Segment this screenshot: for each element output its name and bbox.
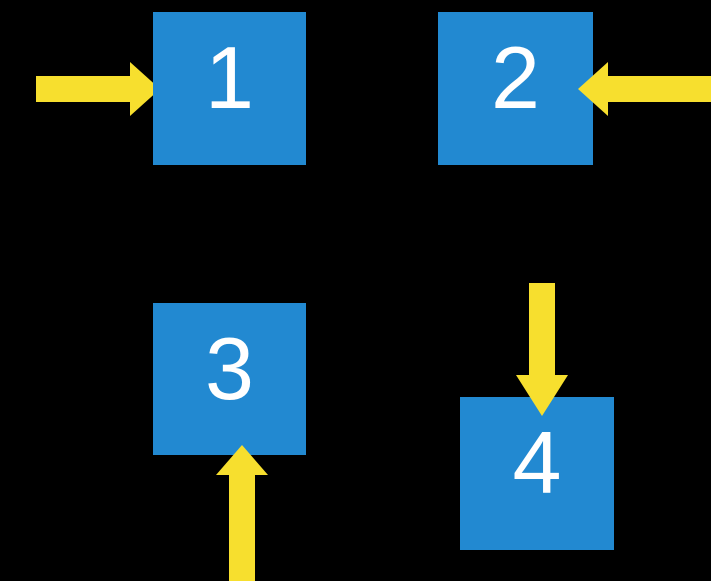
node-box-4[interactable] [460,397,614,550]
arrow-into-node-3-icon [216,445,268,581]
node-box-2[interactable] [438,12,593,165]
node-label-4: 4 [512,413,562,512]
node-box-1[interactable] [153,12,306,165]
arrow-into-node-1-icon [36,62,160,116]
node-label-1: 1 [205,28,254,127]
node-label-2: 2 [491,28,540,127]
node-box-3[interactable] [153,303,306,455]
arrow-into-node-4-icon [516,283,568,416]
node-label-3: 3 [205,319,254,418]
arrow-into-node-2-icon [578,62,711,116]
